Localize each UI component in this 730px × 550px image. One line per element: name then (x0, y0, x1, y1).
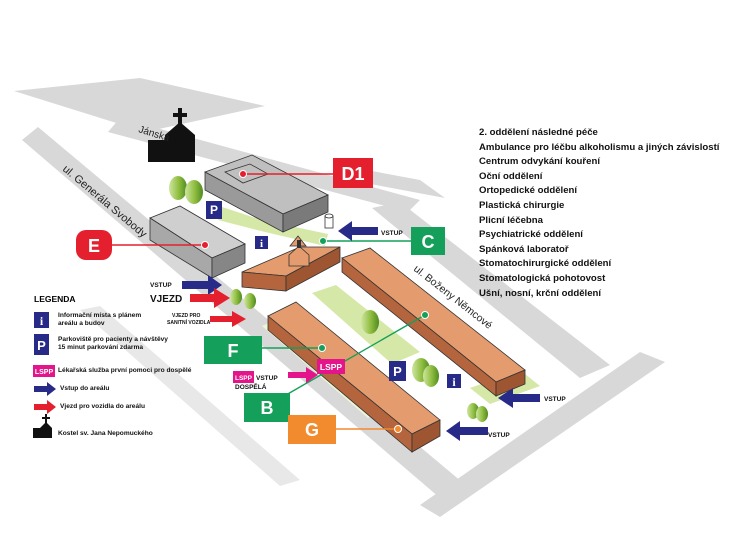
entrance-label-c: VSTUP (381, 230, 403, 237)
lspp-dospela-label: DOSPĚLÁ (235, 382, 267, 391)
department-item: Centrum odvykání kouření (479, 156, 601, 168)
lspp-badge[interactable]: LSPP (317, 359, 345, 374)
legend-church-text: Kostel sv. Jana Nepomuckého (58, 430, 153, 437)
street-top (14, 78, 265, 132)
legend-entrance-text: Vstup do areálu (60, 385, 110, 392)
svg-text:G: G (305, 420, 319, 440)
legend-entrance-arrow-icon (34, 382, 56, 396)
entrance-arrow-right (498, 388, 540, 408)
entrance-label-bottom: VSTUP (488, 432, 510, 439)
entrance-label-right: VSTUP (544, 396, 566, 403)
label-d1[interactable]: D1 (333, 158, 373, 188)
building-g (341, 247, 526, 397)
b-leader (285, 314, 426, 396)
label-b[interactable]: B (244, 393, 290, 422)
info-icon[interactable]: i (255, 236, 268, 250)
trees (169, 176, 488, 422)
department-item: Stomatochirurgické oddělení (479, 258, 612, 270)
vehicle-arrow-vjezd (190, 288, 230, 308)
lspp-vstup-label: VSTUP (256, 375, 278, 382)
legend-parking-text-2: 15 minut parkování zdarma (58, 344, 144, 351)
building-d1 (204, 154, 329, 233)
department-item: Ambulance pro léčbu alkoholismu a jiných… (479, 141, 720, 153)
legend-lspp-text: Lékařská služba první pomoci pro dospělé (58, 367, 192, 374)
legend-parking-icon: P (34, 334, 49, 355)
parking-icon[interactable]: P (206, 201, 222, 219)
svg-text:C: C (422, 232, 435, 252)
svg-text:i: i (40, 314, 44, 328)
legend-info-text-1: Informační místa s plánem (58, 312, 142, 319)
label-e[interactable]: E (76, 230, 112, 260)
label-g[interactable]: G (288, 415, 336, 444)
street-diagonal (80, 306, 300, 486)
department-item: Psychiatrické oddělení (479, 229, 583, 241)
label-c[interactable]: C (411, 227, 445, 255)
entrance-label-left: VSTUP (150, 282, 172, 289)
entrance-arrow-left (182, 275, 222, 295)
church-icon (148, 108, 195, 162)
street-bottom (420, 352, 665, 517)
department-item: Stomatologická pohotovost (479, 272, 606, 284)
vehicle-label-sanita-1: VJEZD PRO (172, 313, 200, 319)
svg-text:F: F (228, 341, 239, 361)
svg-text:P: P (210, 203, 218, 217)
building-b (267, 301, 441, 453)
lspp-legend-badge-map: LSPP (233, 371, 254, 383)
vehicle-label-sanita-2: SANITNÍ VOZIDLA (167, 318, 211, 326)
legend-lspp-icon: LSPP (33, 365, 55, 377)
department-item: Ušní, nosní, krční oddělení (479, 287, 602, 299)
legend-church-icon (33, 414, 52, 438)
svg-text:E: E (88, 236, 100, 256)
waste-bin-icon (324, 213, 334, 229)
entrance-arrow-c (338, 221, 378, 241)
legend-info-text-2: areálu a budov (58, 320, 105, 327)
vehicle-arrow-sanita (210, 311, 246, 327)
svg-text:P: P (37, 338, 46, 353)
legend-vehicle-text: Vjezd pro vozidla do areálu (60, 403, 146, 410)
department-item: Oční oddělení (479, 170, 543, 182)
svg-text:P: P (393, 364, 402, 379)
department-list: 2. oddělení následné péče Ambulance pro … (479, 126, 719, 301)
legend-vehicle-arrow-icon (34, 400, 56, 414)
department-item: Plicní léčebna (479, 214, 543, 226)
department-item: Spánková laboratoř (479, 243, 569, 255)
info-icon[interactable]: i (447, 374, 461, 389)
department-item: 2. oddělení následné péče (479, 127, 598, 138)
entrance-arrow-bottom (446, 421, 488, 441)
svg-text:LSPP: LSPP (235, 375, 253, 382)
legend-parking-text-1: Parkoviště pro pacienty a návštěvy (58, 336, 168, 343)
svg-text:LSPP: LSPP (320, 362, 343, 372)
label-f[interactable]: F (204, 336, 262, 364)
legend-info-icon: i (34, 312, 49, 328)
street-name-generala: ul. Generála Svobody (60, 163, 149, 241)
department-item: Plastická chirurgie (479, 199, 565, 211)
svg-text:D1: D1 (341, 164, 364, 184)
vehicle-label-vjezd: VJEZD (150, 294, 182, 305)
department-item: Ortopedické oddělení (479, 185, 578, 197)
street-generala (22, 127, 462, 498)
svg-text:i: i (452, 375, 456, 389)
legend-title: LEGENDA (34, 294, 76, 304)
lspp-arrow (288, 367, 318, 383)
svg-text:B: B (261, 398, 274, 418)
svg-text:i: i (260, 238, 263, 250)
svg-text:LSPP: LSPP (35, 369, 54, 376)
parking-icon[interactable]: P (389, 361, 406, 381)
chapel-icon (288, 240, 310, 267)
